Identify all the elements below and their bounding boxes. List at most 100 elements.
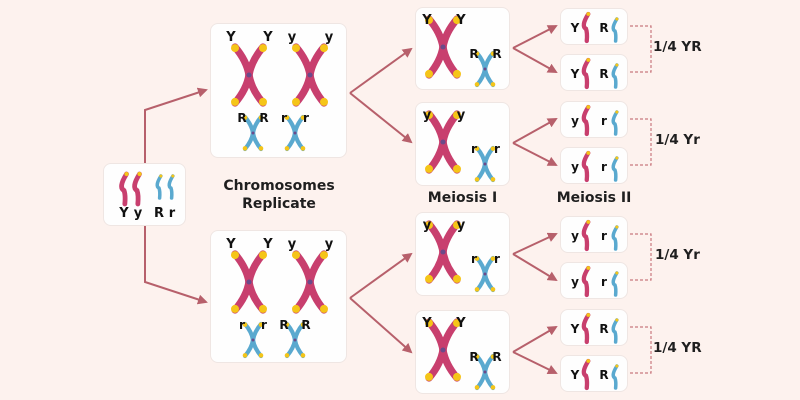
allele-label: y xyxy=(423,218,432,233)
single-chromatid-large xyxy=(581,312,591,345)
single-chromatid-large xyxy=(581,219,591,252)
chromatid xyxy=(581,150,591,183)
arrow xyxy=(349,92,413,144)
allele-label: y xyxy=(325,30,334,45)
allele-label: Y xyxy=(225,30,236,45)
allele-label: y xyxy=(325,237,334,252)
arrow xyxy=(512,253,558,282)
telomere xyxy=(452,111,462,120)
telomere xyxy=(452,164,462,173)
arrow xyxy=(512,47,558,73)
telomere xyxy=(242,146,248,151)
centromere xyxy=(440,249,446,255)
single-chromatid-large xyxy=(581,57,591,90)
telomere xyxy=(474,287,480,292)
large-chromosome xyxy=(291,250,329,314)
brackets xyxy=(630,25,652,374)
chromatid xyxy=(581,312,591,345)
telomere xyxy=(490,82,496,87)
centromere xyxy=(307,72,313,78)
large-chromosome xyxy=(230,250,268,314)
telomere xyxy=(490,256,496,261)
allele-label: r xyxy=(239,318,245,332)
small-chromosome xyxy=(242,321,264,359)
telomere xyxy=(474,51,480,56)
chromatid xyxy=(167,174,175,200)
telomere xyxy=(258,304,268,313)
centromere xyxy=(483,67,487,71)
allele-label: r xyxy=(471,252,477,266)
arrow xyxy=(512,25,558,49)
chromatid xyxy=(581,57,591,90)
telomere xyxy=(586,266,591,270)
allele-label: r xyxy=(261,318,267,332)
large-chromosome xyxy=(424,318,462,382)
telomere xyxy=(490,385,496,390)
single-chromatid-large xyxy=(581,265,591,298)
telomere xyxy=(586,151,591,155)
telomere xyxy=(284,115,290,120)
result-bracket xyxy=(630,326,652,374)
chromosome-y xyxy=(132,171,142,207)
telomere xyxy=(291,97,301,106)
telomere xyxy=(474,354,480,359)
allele-label: y xyxy=(457,218,466,233)
chromatid xyxy=(132,171,142,207)
chromatid xyxy=(581,358,591,391)
centromere xyxy=(251,338,255,342)
chromatid xyxy=(611,110,619,136)
small-chromosome xyxy=(474,50,496,88)
chromatid xyxy=(611,156,619,182)
centromere xyxy=(293,338,297,342)
small-chromosome xyxy=(474,353,496,391)
allele-label: Y xyxy=(570,21,580,35)
telomere xyxy=(490,287,496,292)
allele-label: y xyxy=(288,237,297,252)
telomere xyxy=(474,385,480,390)
chromatid xyxy=(119,171,129,207)
telomere xyxy=(300,322,306,327)
telomere xyxy=(615,364,619,368)
centromere xyxy=(246,279,252,285)
centromere xyxy=(483,162,487,166)
allele-label: R xyxy=(469,350,478,364)
single-chromatid-large xyxy=(581,358,591,391)
telomere xyxy=(258,97,268,106)
telomere xyxy=(586,359,591,363)
chromatid xyxy=(581,219,591,252)
small-chromosome xyxy=(284,321,306,359)
telomere xyxy=(490,177,496,182)
allele-label: R xyxy=(469,47,478,61)
large-chromosome xyxy=(230,43,268,107)
allele-label: y xyxy=(571,275,579,289)
centromere xyxy=(483,272,487,276)
arrow xyxy=(349,47,413,94)
single-chromatid-small xyxy=(611,110,619,136)
telomere xyxy=(474,146,480,151)
allele-label: r xyxy=(601,114,607,128)
allele-label: R xyxy=(599,67,608,81)
allele-label: R xyxy=(492,47,501,61)
telomere xyxy=(452,319,462,328)
chromatid xyxy=(581,265,591,298)
telomere xyxy=(258,322,264,327)
allele-label: r xyxy=(601,160,607,174)
single-chromatid-small xyxy=(611,364,619,390)
centromere xyxy=(483,370,487,374)
chromosome-r xyxy=(167,174,175,200)
allele-label: r xyxy=(494,252,500,266)
result-bracket xyxy=(630,25,652,73)
stage-label-meiosis2: Meiosis II xyxy=(556,190,632,206)
telomere xyxy=(319,97,329,106)
telomere xyxy=(258,353,264,358)
chromatid xyxy=(581,11,591,44)
telomere xyxy=(490,354,496,359)
allele-label: Y xyxy=(225,237,236,252)
stage-label-meiosis1: Meiosis I xyxy=(427,190,498,206)
result-label-4: 1/4 YR xyxy=(653,340,702,356)
telomere xyxy=(284,146,290,151)
allele-label: y xyxy=(571,229,579,243)
telomere xyxy=(424,319,434,328)
telomere xyxy=(284,322,290,327)
